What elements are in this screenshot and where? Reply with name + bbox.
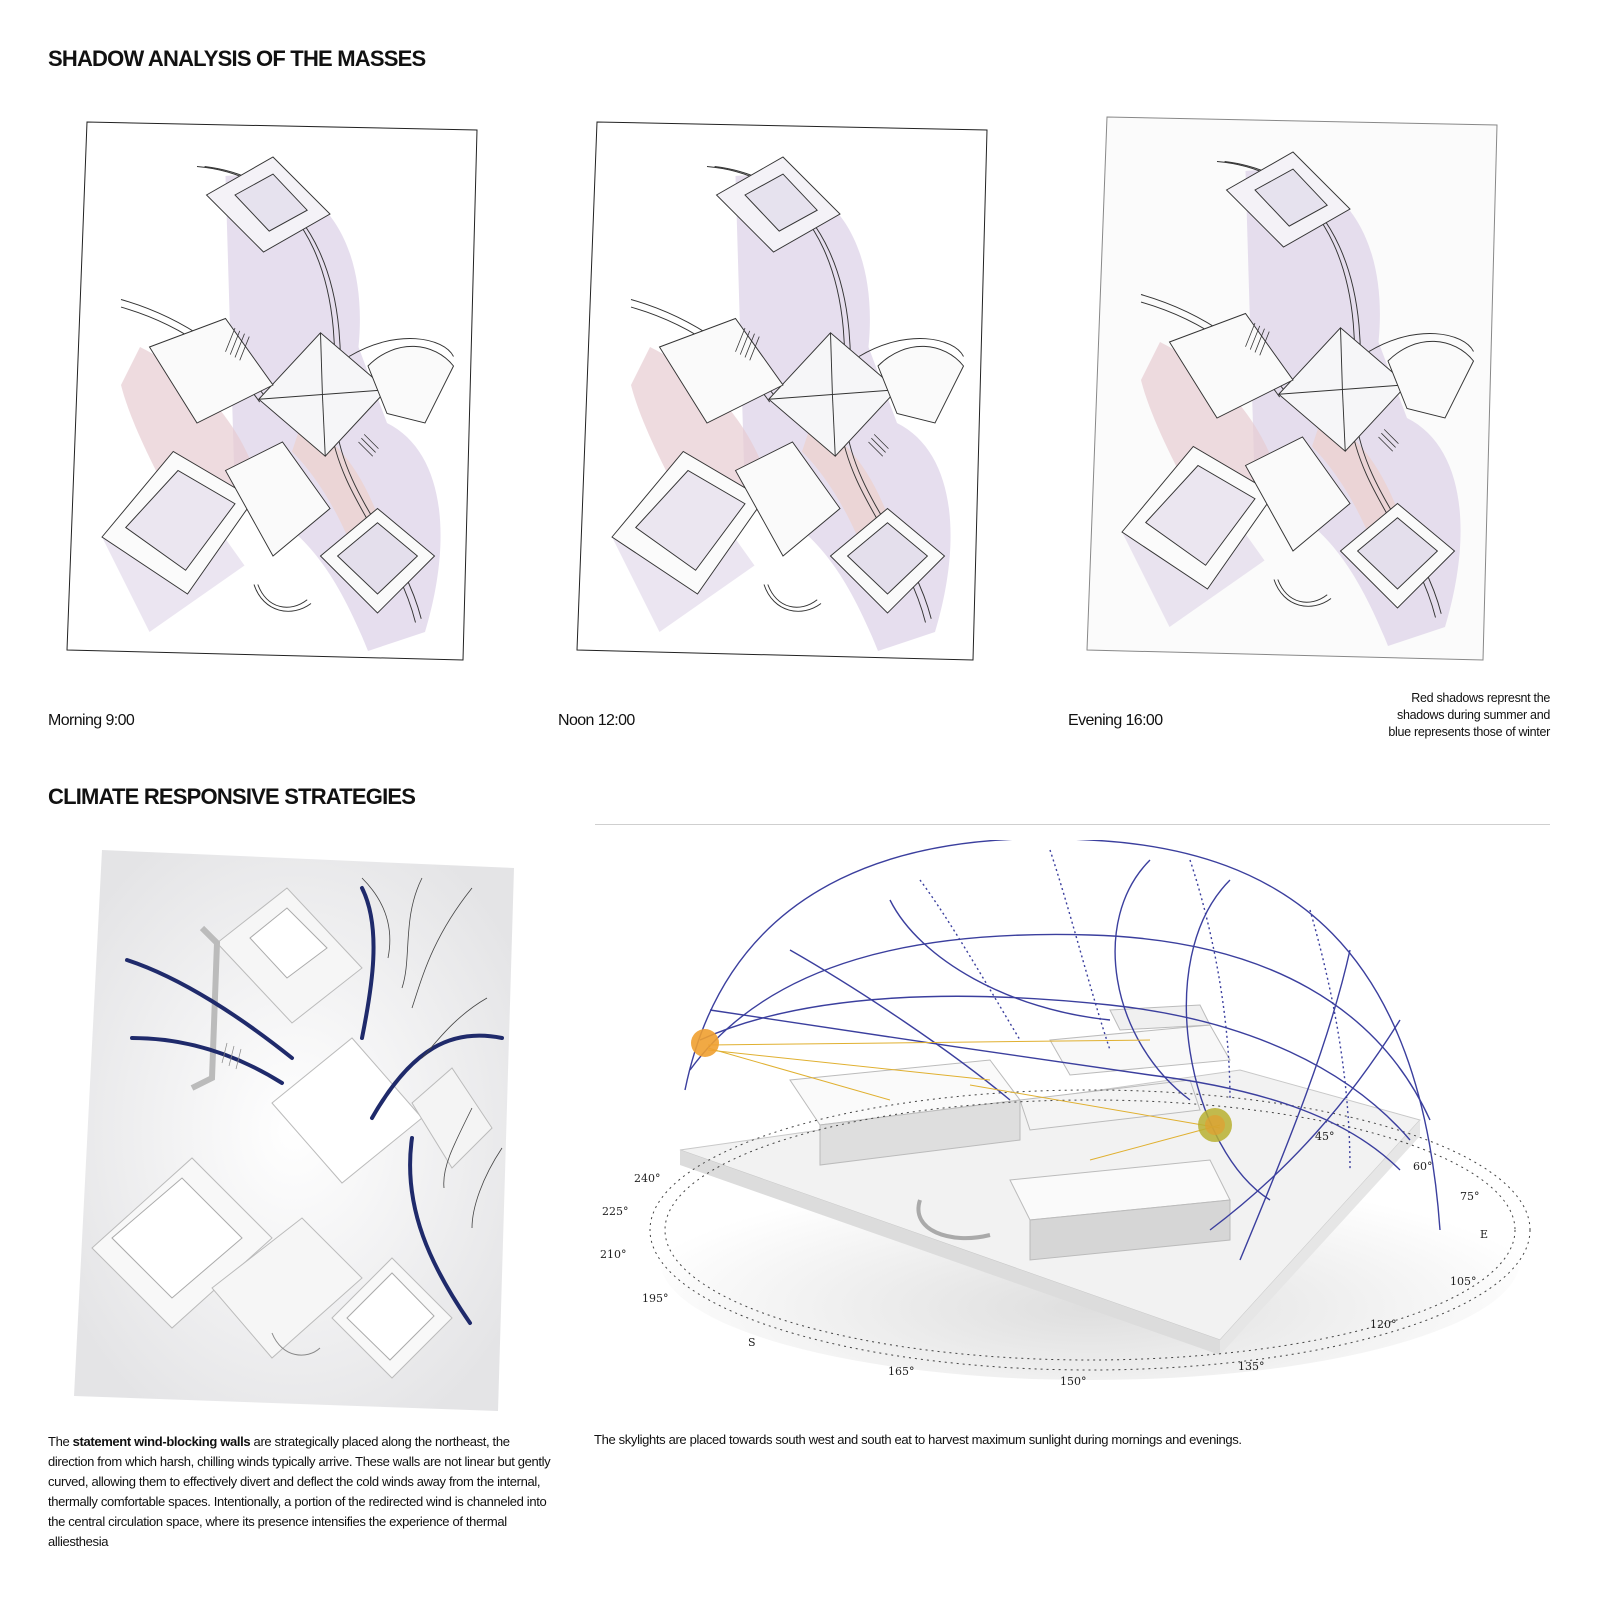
label-135: 135° (1238, 1360, 1265, 1373)
para-bold: statement wind-blocking walls (72, 1434, 251, 1449)
section-divider (595, 824, 1550, 825)
sun-path-diagram: 240° 225° 210° 195° S 165° 150° 135° 120… (600, 840, 1531, 1388)
para-rest: are strategically placed along the north… (48, 1434, 551, 1549)
label-240: 240° (634, 1172, 661, 1185)
skylight-caption: The skylights are placed towards south w… (594, 1432, 1242, 1447)
label-s: S (748, 1336, 756, 1349)
label-210: 210° (600, 1248, 627, 1261)
legend-line-1: Red shadows represnt the (1411, 691, 1550, 705)
shadow-plan-noon (576, 121, 988, 661)
label-150: 150° (1060, 1375, 1087, 1388)
label-105: 105° (1450, 1275, 1477, 1288)
climate-strategies-heading: CLIMATE RESPONSIVE STRATEGIES (48, 784, 416, 809)
label-195: 195° (642, 1292, 669, 1305)
shadow-plan-evening (1086, 116, 1498, 661)
legend-line-2: shadows during summer and (1397, 708, 1550, 722)
label-165: 165° (888, 1365, 915, 1378)
label-120: 120° (1370, 1318, 1397, 1331)
morning-sun-icon (691, 1029, 719, 1057)
label-60: 60° (1413, 1160, 1433, 1173)
legend-line-3: blue represents those of winter (1388, 725, 1550, 739)
caption-morning: Morning 9:00 (48, 712, 135, 729)
shadow-analysis-heading: SHADOW ANALYSIS OF THE MASSES (48, 46, 426, 71)
para-lead: The (48, 1434, 73, 1449)
wind-blocking-plan (74, 850, 514, 1411)
caption-evening: Evening 16:00 (1068, 712, 1163, 729)
shadow-legend-note: Red shadows represnt the shadows during … (1330, 690, 1550, 741)
label-75: 75° (1460, 1190, 1480, 1203)
shadow-plan-morning (66, 121, 478, 661)
label-e: E (1480, 1228, 1488, 1241)
wind-walls-paragraph: The statement wind-blocking walls are st… (48, 1432, 558, 1552)
label-225: 225° (602, 1205, 629, 1218)
label-45: 45° (1315, 1130, 1335, 1143)
caption-noon: Noon 12:00 (558, 712, 635, 729)
